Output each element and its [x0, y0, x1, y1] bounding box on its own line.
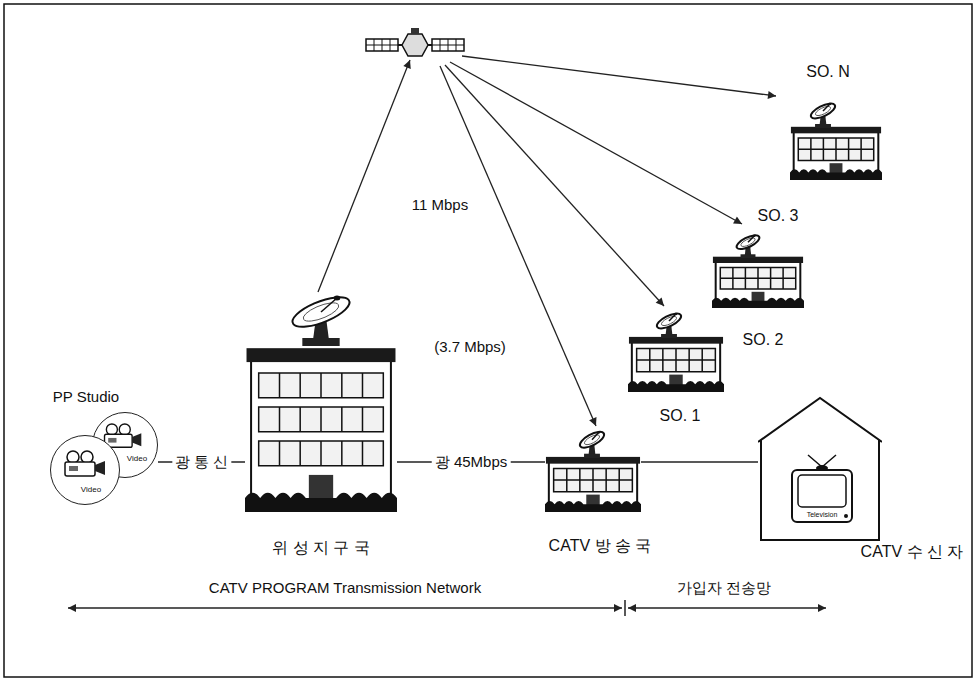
illustration-part	[577, 429, 606, 458]
downlink-arrow	[445, 65, 664, 306]
uplink-arrow	[318, 60, 410, 292]
illustration-part	[808, 101, 837, 128]
studio-heading: PP Studio	[53, 389, 119, 406]
illustration-part	[287, 291, 356, 346]
earth-station: 위 성 지 구 국	[245, 290, 397, 512]
illustration-part	[245, 348, 397, 512]
illustration-part	[105, 424, 142, 447]
rate-label: 11 Mbps	[412, 197, 468, 214]
television-set: Television	[790, 454, 854, 524]
node-illustration	[790, 100, 882, 180]
house-caption: CATV 수 신 자	[861, 543, 964, 561]
span-brackets	[68, 600, 826, 616]
satellite	[366, 28, 464, 56]
so-station: SO. 1CATV 방 송 국	[545, 428, 641, 512]
solar-panel	[366, 39, 398, 51]
so-label: SO. 2	[743, 331, 784, 349]
span-label: 가입자 전송망	[677, 580, 771, 597]
frame-border	[4, 4, 972, 677]
illustration-part	[734, 233, 762, 258]
so-station: SO. 3	[712, 232, 804, 308]
node-illustration	[245, 290, 397, 512]
so-station: SO. 2	[628, 310, 724, 392]
panel-grid	[366, 39, 398, 51]
downlink-arrow	[440, 66, 596, 426]
camera-tag: Video	[81, 486, 101, 495]
illustration-part	[758, 398, 882, 540]
span-arrow	[68, 607, 622, 609]
rate-label: (3.7 Mbps)	[434, 339, 506, 356]
camera-tag: Video	[127, 455, 147, 464]
illustration-part	[65, 451, 105, 476]
link-label: 광 통 신	[172, 454, 231, 471]
so-label: SO. 3	[758, 207, 799, 225]
studio-group: PP StudioVideoVideo	[38, 385, 158, 510]
fiber-link	[641, 461, 758, 463]
panel-grid	[432, 39, 464, 51]
illustration-part	[712, 257, 804, 308]
so-label: SO. N	[806, 63, 850, 81]
so-station: SO. N	[790, 100, 882, 180]
node-illustration	[545, 428, 641, 512]
node-illustration	[51, 436, 121, 506]
downlink-arrow	[450, 62, 742, 224]
camera-circle: Video	[50, 435, 120, 505]
link-label: 광 45Mbps	[432, 454, 511, 471]
illustration-part	[654, 311, 683, 338]
solar-panel	[432, 39, 464, 51]
downlink-arrow	[462, 56, 776, 96]
node-illustration	[628, 310, 724, 392]
station-caption: 위 성 지 구 국	[272, 539, 370, 557]
station-caption: CATV 방 송 국	[549, 537, 652, 555]
satellite-body	[402, 34, 428, 56]
span-arrow	[628, 607, 826, 609]
satellite-antenna	[411, 28, 419, 34]
span-label: CATV PROGRAM Transmission Network	[209, 580, 481, 597]
so-label: SO. 1	[660, 407, 701, 425]
span-tick	[624, 600, 626, 616]
illustration-part	[792, 455, 852, 522]
subscriber-house: CATV 수 신 자Television	[758, 392, 882, 542]
tv-brand: Television	[807, 511, 838, 519]
node-illustration	[712, 232, 804, 308]
illustration-part	[628, 337, 724, 392]
illustration-part	[545, 457, 641, 512]
illustration-part	[790, 127, 882, 180]
